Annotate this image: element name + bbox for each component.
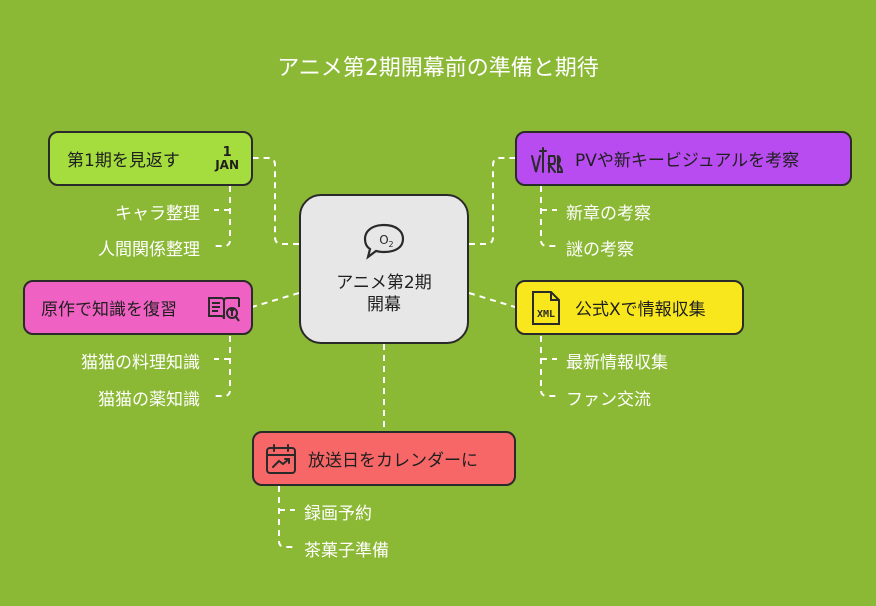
sub-character-summary: キャラ整理 bbox=[115, 204, 200, 224]
connector-pv bbox=[469, 157, 515, 245]
calendar-icon bbox=[264, 442, 298, 476]
node-pv-label: PVや新キービジュアルを考察 bbox=[575, 151, 800, 171]
sub-medicine-knowledge: 猫猫の薬知識 bbox=[98, 390, 200, 410]
sub-new-chapter-analysis: 新章の考察 bbox=[566, 204, 651, 224]
connector-original-subs bbox=[214, 336, 231, 397]
sub-cooking-knowledge: 猫猫の料理知識 bbox=[81, 353, 200, 373]
node-pv-visual[interactable]: PVや新キービジュアルを考察 bbox=[515, 131, 852, 186]
connector-official-subs bbox=[540, 336, 557, 397]
connector-original bbox=[251, 292, 300, 308]
connector-pv-subs bbox=[540, 186, 557, 247]
node-add-to-calendar[interactable]: 放送日をカレンダーに bbox=[252, 431, 516, 486]
node-rewatch-label: 第1期を見返す bbox=[67, 151, 180, 171]
svg-text:2: 2 bbox=[388, 240, 393, 249]
speech-bubble-o2-icon: O 2 bbox=[362, 222, 406, 266]
svg-text:XML: XML bbox=[537, 309, 555, 320]
center-label-line2: 開幕 bbox=[367, 295, 401, 315]
calendar-jan-icon: 1 JAN bbox=[215, 144, 239, 172]
vine-logo-icon bbox=[529, 142, 563, 176]
node-review-original[interactable]: 原作で知識を復習 bbox=[23, 280, 253, 335]
xml-file-icon: XML bbox=[529, 290, 563, 326]
connector-rewatch-subs bbox=[214, 186, 231, 247]
diagram-title: アニメ第2期開幕前の準備と期待 bbox=[277, 56, 599, 81]
sub-snack-preparation: 茶菓子準備 bbox=[304, 541, 389, 561]
center-node: O 2 アニメ第2期 開幕 bbox=[299, 194, 469, 344]
sub-relationship-summary: 人間関係整理 bbox=[98, 240, 200, 260]
center-label-line1: アニメ第2期 bbox=[336, 273, 432, 293]
node-calendar-label: 放送日をカレンダーに bbox=[308, 451, 478, 471]
sub-mystery-analysis: 謎の考察 bbox=[566, 240, 634, 260]
book-search-icon bbox=[207, 293, 241, 323]
node-rewatch-season1[interactable]: 第1期を見返す 1 JAN bbox=[48, 131, 253, 186]
node-official-x[interactable]: XML 公式Xで情報収集 bbox=[515, 280, 744, 335]
connector-official bbox=[468, 292, 516, 308]
connector-calendar-subs bbox=[278, 486, 295, 548]
node-official-label: 公式Xで情報収集 bbox=[575, 300, 706, 320]
svg-text:O: O bbox=[379, 233, 388, 247]
sub-latest-info: 最新情報収集 bbox=[566, 353, 668, 373]
node-original-label: 原作で知識を復習 bbox=[41, 300, 177, 320]
sub-recording-reservation: 録画予約 bbox=[304, 504, 372, 524]
sub-fan-exchange: ファン交流 bbox=[566, 390, 651, 410]
connector-rewatch bbox=[252, 157, 299, 245]
